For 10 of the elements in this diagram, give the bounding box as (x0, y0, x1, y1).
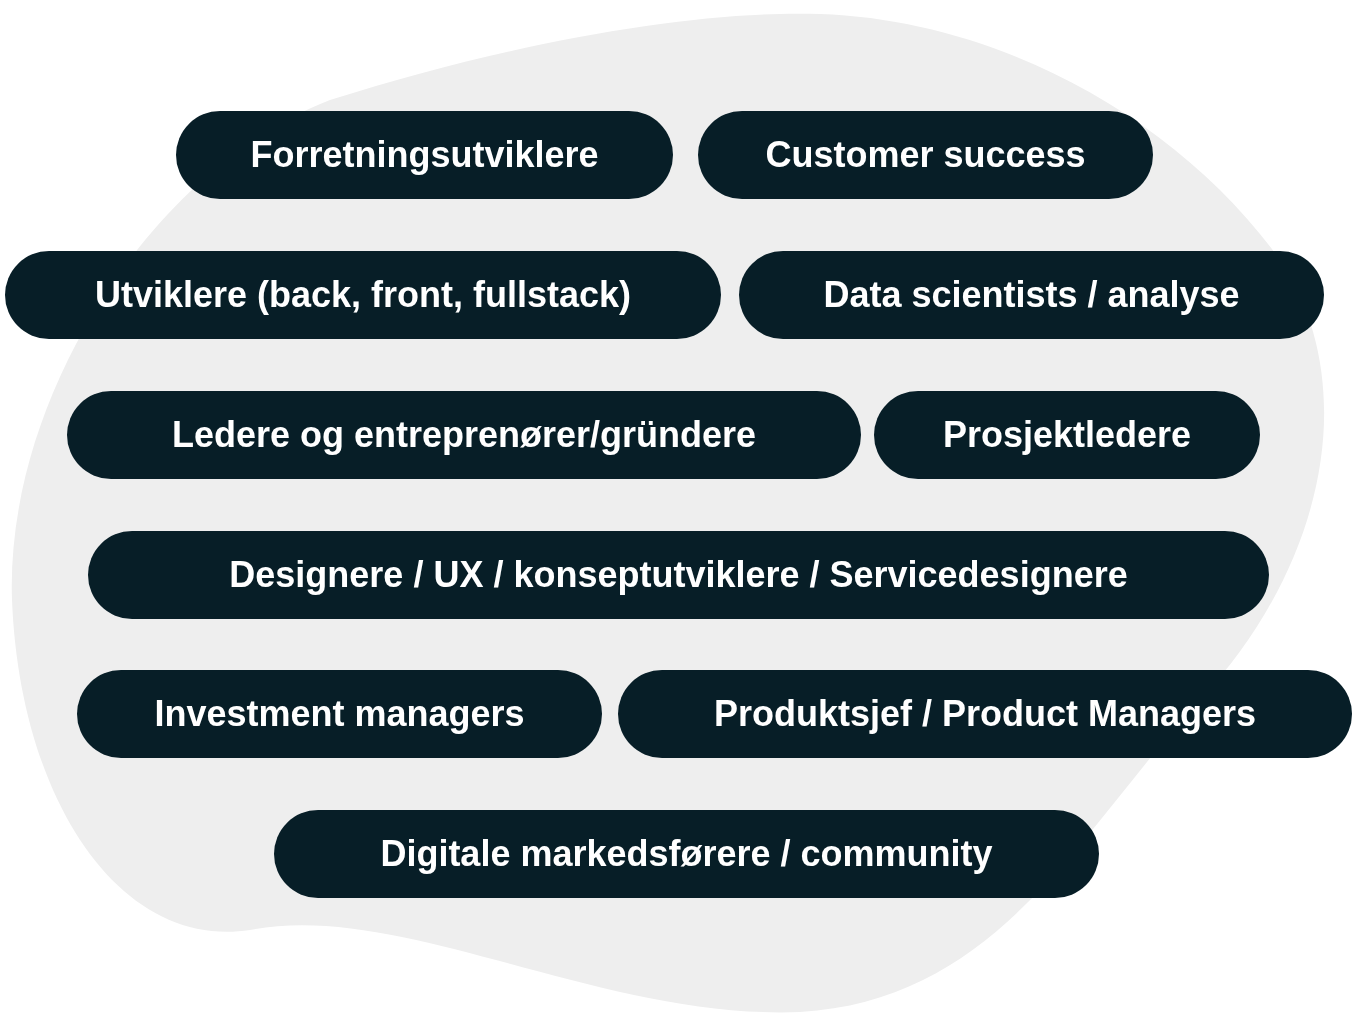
role-tag: Prosjektledere (874, 391, 1260, 479)
role-tag: Customer success (698, 111, 1153, 199)
role-tag: Digitale markedsførere / community (274, 810, 1099, 898)
role-tag: Utviklere (back, front, fullstack) (5, 251, 721, 339)
role-tag: Ledere og entreprenører/gründere (67, 391, 861, 479)
role-tag: Designere / UX / konseptutviklere / Servicedesignere (88, 531, 1269, 619)
role-tag: Produktsjef / Product Managers (618, 670, 1352, 758)
role-tag: Data scientists / analyse (739, 251, 1324, 339)
role-tag: Investment managers (77, 670, 602, 758)
role-tag: Forretningsutviklere (176, 111, 673, 199)
